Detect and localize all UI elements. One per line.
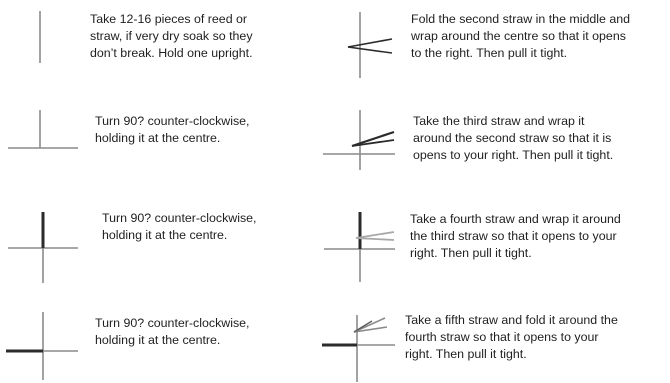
second-straw-folded-icon	[348, 12, 392, 78]
step-7-instructions: Take a fourth straw and wrap it around t…	[410, 211, 621, 262]
step-text-line: Turn 90? counter-clockwise,	[95, 315, 250, 332]
step-5-instructions: Fold the second straw in the middle and …	[411, 11, 630, 62]
step-1-instructions: Take 12-16 pieces of reed or straw, if v…	[90, 11, 253, 62]
fourth-straw-wrapped-icon	[324, 212, 395, 282]
step-2-instructions: Turn 90? counter-clockwise, holding it a…	[95, 113, 250, 147]
step-text-line: Take 12-16 pieces of reed or	[90, 11, 253, 28]
folded-straw-lower-arm	[348, 47, 392, 53]
pale-straw-lower-arm	[356, 238, 394, 240]
step-text-line: holding it at the centre.	[95, 130, 250, 147]
step-text-line: Turn 90? counter-clockwise,	[102, 210, 257, 227]
step-text-line: holding it at the centre.	[102, 227, 257, 244]
step-text-line: straw, if very dry soak so they	[90, 28, 253, 45]
step-text-line: Fold the second straw in the middle and	[411, 11, 630, 28]
folded-straw-upper-arm	[348, 39, 392, 47]
step-text-line: around the second straw so that it is	[413, 130, 613, 147]
step-text-line: right. Then pull it tight.	[405, 346, 618, 363]
step-text-line: Take a fourth straw and wrap it around	[410, 211, 621, 228]
third-straw-wrapped-icon	[323, 110, 395, 170]
step-8-instructions: Take a fifth straw and fold it around th…	[405, 312, 618, 363]
step-text-line: Take the third straw and wrap it	[413, 113, 613, 130]
four-straws-cross-icon	[6, 312, 78, 380]
three-straws-cross-icon	[8, 212, 78, 283]
step-text-line: fourth straw so that it opens to your	[405, 329, 618, 346]
step-text-line: holding it at the centre.	[95, 332, 250, 349]
pale-straw-upper-arm	[356, 232, 394, 238]
step-text-line: to the right. Then pull it tight.	[411, 45, 630, 62]
step-text-line: right. Then pull it tight.	[410, 245, 621, 262]
step-text-line: Take a fifth straw and fold it around th…	[405, 312, 618, 329]
step-text-line: opens to your right. Then pull it tight.	[413, 147, 613, 164]
step-3-instructions: Turn 90? counter-clockwise, holding it a…	[102, 210, 257, 244]
step-text-line: wrap around the centre so that it opens	[411, 28, 630, 45]
step-6-instructions: Take the third straw and wrap it around …	[413, 113, 613, 164]
step-text-line: don’t break. Hold one upright.	[90, 45, 253, 62]
fifth-straw-folded-icon	[322, 315, 395, 382]
two-straws-cross-icon	[8, 110, 78, 148]
step-4-instructions: Turn 90? counter-clockwise, holding it a…	[95, 315, 250, 349]
step-text-line: the third straw so that it opens to your	[410, 228, 621, 245]
step-text-line: Turn 90? counter-clockwise,	[95, 113, 250, 130]
